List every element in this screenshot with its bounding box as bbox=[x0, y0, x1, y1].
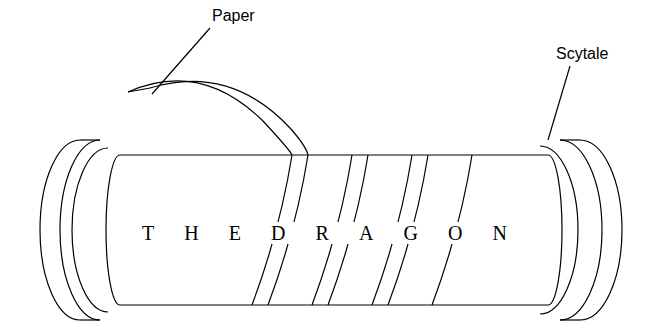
paper-strip-edge bbox=[128, 81, 292, 155]
part-label: Paper bbox=[212, 8, 255, 24]
right-disc-rim bbox=[560, 140, 602, 320]
rod-top bbox=[120, 154, 548, 155]
paper-strip-end bbox=[128, 88, 150, 92]
rod-left-end bbox=[106, 155, 120, 305]
left-disc-edge bbox=[60, 140, 100, 320]
right-disc-edge bbox=[580, 140, 622, 320]
left-disc-top bbox=[80, 139, 100, 140]
part-label: Scytale bbox=[556, 46, 608, 62]
rod-right-end bbox=[548, 155, 562, 305]
left-disc-face bbox=[72, 148, 108, 312]
leader-line bbox=[548, 66, 570, 140]
right-disc-bottom bbox=[560, 319, 580, 320]
right-disc-face bbox=[540, 146, 578, 314]
paper-strip-edge bbox=[150, 81, 308, 155]
leader-line bbox=[152, 28, 210, 94]
rod-bottom bbox=[120, 304, 548, 305]
left-disc-rim bbox=[40, 140, 80, 320]
message-text: THEDRAGON bbox=[142, 222, 537, 244]
right-disc-top bbox=[560, 139, 580, 140]
left-disc-bottom bbox=[80, 319, 100, 320]
